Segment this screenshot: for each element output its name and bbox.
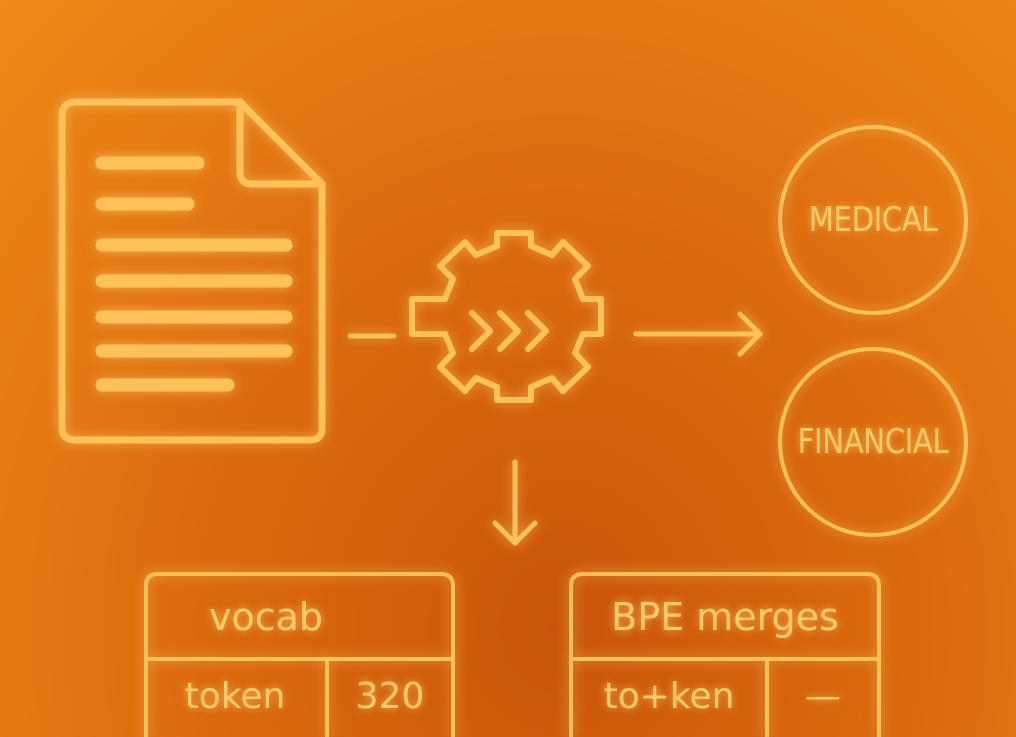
medical-label: MEDICAL — [808, 200, 938, 240]
financial-label: FINANCIAL — [797, 422, 949, 462]
arrow-down-icon — [492, 459, 538, 546]
fast-forward-chevrons-icon — [469, 310, 549, 352]
merges-table-title: BPE merges — [611, 595, 839, 639]
vocab-id-cell: 320 — [355, 675, 425, 717]
gear-icon — [409, 230, 604, 403]
financial-circle — [778, 347, 968, 537]
arrow-right-icon — [633, 311, 763, 357]
merges-merge-cell: to+ken — [603, 675, 735, 717]
merges-result-cell: — — [805, 675, 841, 717]
vocab-token-cell: token — [184, 675, 286, 717]
document-icon — [58, 98, 326, 444]
vocab-table-title: vocab — [208, 595, 324, 639]
vocab-table — [144, 572, 455, 737]
medical-circle — [778, 125, 968, 315]
merges-table — [569, 572, 881, 737]
